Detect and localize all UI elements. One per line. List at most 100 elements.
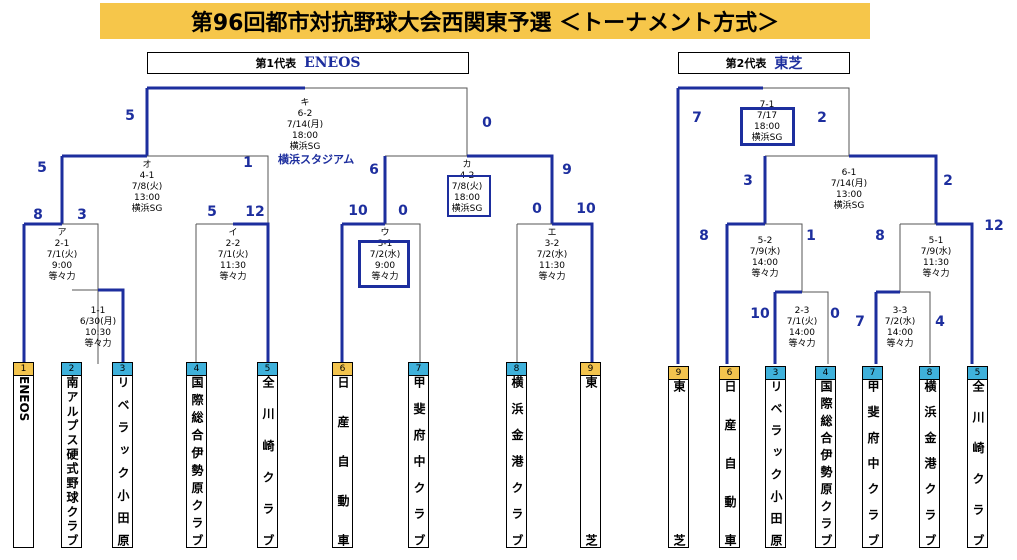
- game-id: 3-3: [892, 306, 908, 316]
- score: 6: [369, 162, 379, 178]
- game-date: 7/9(水): [749, 247, 781, 257]
- team-seed: 6: [720, 367, 739, 380]
- game-time: 13:00: [134, 193, 160, 203]
- game-venue: 等々力: [84, 339, 112, 349]
- game-venue: 横浜SG: [131, 204, 163, 214]
- score: 10: [348, 203, 368, 219]
- score: 10: [576, 201, 596, 217]
- game-date: 7/1(火): [786, 317, 818, 327]
- score: 10: [750, 306, 770, 322]
- r33-right: [900, 291, 931, 364]
- team-name: 東芝: [584, 376, 598, 546]
- team-name: ENEOS: [17, 376, 31, 422]
- semi-right-b: [467, 154, 554, 224]
- game-date: 7/9(水): [920, 247, 952, 257]
- game-date: 7/1(火): [217, 250, 249, 260]
- team-name: 日産自動車: [336, 376, 350, 546]
- score: 7: [855, 314, 865, 330]
- game-time: 14:00: [789, 328, 815, 338]
- game-id: 2-2: [225, 239, 241, 249]
- team-name: 甲斐府中クラブ: [866, 380, 880, 546]
- team-name: 全川崎クラブ: [971, 380, 985, 546]
- team-seed: 8: [507, 363, 526, 376]
- r2a-right: [62, 223, 99, 290]
- team-seed: 5: [968, 367, 987, 380]
- team-seed: 2: [62, 363, 81, 376]
- game-date: 7/2(水): [884, 317, 916, 327]
- score: 1: [243, 155, 253, 171]
- game-time: 18:00: [292, 131, 318, 141]
- game-time: 11:30: [220, 261, 246, 271]
- score: 2: [943, 173, 953, 189]
- game-date: 6/30(月): [79, 317, 117, 327]
- game-time: 11:30: [539, 261, 565, 271]
- page-title: 第96回都市対抗野球大会西関東予選 ＜トーナメント方式＞: [190, 11, 780, 36]
- game-mark: ア: [57, 228, 67, 238]
- score: 2: [817, 110, 827, 126]
- score: 8: [699, 228, 709, 244]
- game-time: 10:30: [85, 328, 111, 338]
- team-seed: 1: [14, 363, 33, 376]
- score: 0: [482, 115, 492, 131]
- r1-right: [98, 288, 125, 364]
- highlight-box-game-4-2: [447, 175, 491, 217]
- game-time: 13:00: [836, 190, 862, 200]
- score: 5: [37, 160, 47, 176]
- game-date: 7/8(火): [451, 182, 483, 192]
- score: 4: [935, 314, 945, 330]
- team-name: 南アルプス硬式野球クラブ: [65, 376, 79, 546]
- highlight-box-game-3-1: [358, 240, 410, 288]
- first-representative-box: 第1代表 ENEOS: [147, 52, 469, 74]
- game-date: 7/14(月): [286, 120, 324, 130]
- r3a-right: [385, 223, 421, 364]
- second-representative-label: 第2代表: [725, 57, 767, 70]
- score: 12: [245, 204, 265, 220]
- score: 8: [33, 207, 43, 223]
- score: 0: [830, 306, 840, 322]
- game-date: 7/1(火): [46, 250, 78, 260]
- venue-label: 横浜スタジアム: [278, 153, 355, 166]
- game-mark: キ: [300, 98, 310, 108]
- score: 1: [806, 228, 816, 244]
- game-venue: 横浜SG: [833, 201, 865, 211]
- game-mark: カ: [462, 160, 472, 170]
- semi2-right: [849, 154, 938, 224]
- final2-right: [763, 87, 850, 156]
- score: 7: [692, 110, 702, 126]
- team-name: 全川崎クラブ: [261, 376, 275, 546]
- game-id: 3-1: [377, 239, 393, 249]
- game-id: 5-1: [928, 236, 944, 246]
- team-name: 横浜金港クラブ: [510, 376, 524, 546]
- game-time: 14:00: [752, 258, 778, 268]
- game-time: 18:00: [754, 122, 780, 132]
- game-id: 1-1: [90, 306, 106, 316]
- score: 0: [398, 203, 408, 219]
- game-venue: 等々力: [922, 269, 950, 279]
- team-seed: 7: [863, 367, 882, 380]
- game-time: 9:00: [51, 261, 73, 271]
- team-name: 東芝: [672, 380, 686, 546]
- r23-right: [802, 291, 829, 364]
- game-venue: 横浜SG: [289, 142, 321, 152]
- team-seed: 6: [333, 363, 352, 376]
- first-representative-label: 第1代表: [255, 57, 297, 70]
- game-id: 7-1: [759, 100, 775, 110]
